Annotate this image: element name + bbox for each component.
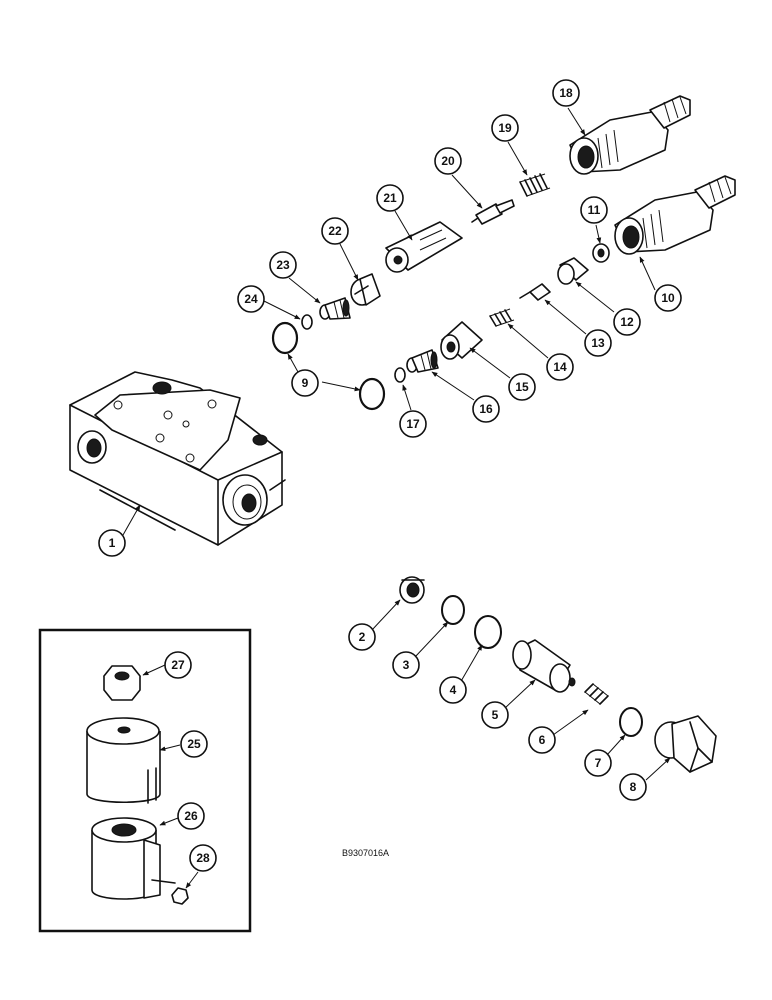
- plug-2-illustration: [399, 576, 425, 604]
- poppet-13-illustration: [519, 283, 551, 301]
- oring-24-illustration: [301, 314, 313, 330]
- cap-22-illustration: [350, 273, 381, 306]
- svg-text:27: 27: [171, 658, 185, 672]
- fitting-10-illustration: [614, 175, 736, 255]
- svg-text:21: 21: [383, 191, 397, 205]
- ring-11-illustration: [592, 243, 610, 263]
- callout-24: 24: [237, 285, 265, 313]
- callout-18: 18: [552, 79, 580, 107]
- cover-25-illustration: [86, 717, 161, 804]
- callout-8: 8: [619, 773, 647, 801]
- svg-text:1: 1: [109, 536, 116, 550]
- svg-text:13: 13: [591, 336, 605, 350]
- svg-text:7: 7: [595, 756, 602, 770]
- spring-6-illustration: [584, 683, 609, 705]
- svg-text:11: 11: [588, 203, 601, 217]
- svg-text:20: 20: [441, 154, 455, 168]
- piston-5-illustration: [512, 639, 576, 693]
- callout-11: 11: [580, 196, 608, 224]
- svg-text:26: 26: [184, 809, 198, 823]
- svg-text:6: 6: [539, 733, 546, 747]
- svg-text:23: 23: [276, 258, 290, 272]
- callout-12: 12: [613, 308, 641, 336]
- oring-3-illustration: [441, 595, 465, 625]
- svg-text:28: 28: [196, 851, 210, 865]
- spring-14-illustration: [489, 308, 515, 327]
- coil-26-illustration: [91, 817, 176, 900]
- callout-2: 2: [348, 623, 376, 651]
- callout-13: 13: [584, 329, 612, 357]
- nut-27-illustration: [103, 665, 141, 701]
- plug-8-illustration: [654, 715, 717, 773]
- callout-10: 10: [654, 284, 682, 312]
- oring-9b-illustration: [358, 377, 386, 411]
- callout-21: 21: [376, 184, 404, 212]
- poppet-20-illustration: [471, 199, 515, 225]
- callout-16: 16: [472, 395, 500, 423]
- svg-text:4: 4: [450, 683, 457, 697]
- svg-text:18: 18: [559, 86, 573, 100]
- nut-28-illustration: [171, 887, 189, 905]
- svg-text:10: 10: [661, 291, 675, 305]
- svg-text:14: 14: [553, 360, 567, 374]
- svg-text:9: 9: [302, 376, 309, 390]
- callout-25: 25: [180, 730, 208, 758]
- sleeve-21-illustration: [385, 221, 463, 273]
- callout-28: 28: [189, 844, 217, 872]
- svg-text:2: 2: [359, 630, 366, 644]
- oring-4-illustration: [474, 615, 502, 649]
- svg-text:5: 5: [492, 708, 499, 722]
- svg-text:12: 12: [620, 315, 634, 329]
- spring-19-illustration: [519, 173, 551, 197]
- callout-22: 22: [321, 217, 349, 245]
- callout-3: 3: [392, 651, 420, 679]
- callout-26: 26: [177, 802, 205, 830]
- oring-7-illustration: [619, 707, 643, 737]
- valve-body-illustration: [69, 371, 286, 546]
- svg-text:22: 22: [328, 224, 342, 238]
- cap-15-illustration: [440, 321, 483, 360]
- svg-text:8: 8: [630, 780, 637, 794]
- callout-4: 4: [439, 676, 467, 704]
- svg-text:24: 24: [244, 292, 258, 306]
- callout-23: 23: [269, 251, 297, 279]
- callout-14: 14: [546, 353, 574, 381]
- svg-text:3: 3: [403, 658, 410, 672]
- svg-text:25: 25: [187, 737, 201, 751]
- callout-17: 17: [399, 410, 427, 438]
- inset-box: [38, 628, 252, 933]
- svg-text:15: 15: [515, 380, 529, 394]
- oring-17-illustration: [394, 367, 406, 383]
- callout-19: 19: [491, 114, 519, 142]
- check-16-illustration: [406, 349, 439, 373]
- callout-7: 7: [584, 749, 612, 777]
- callout-27: 27: [164, 651, 192, 679]
- leader-lines: [122, 107, 671, 889]
- oring-9a-illustration: [271, 321, 299, 355]
- svg-text:17: 17: [406, 417, 420, 431]
- diagram-code: B9307016A: [342, 848, 389, 858]
- svg-text:19: 19: [498, 121, 512, 135]
- piston-12-illustration: [557, 257, 589, 285]
- callout-6: 6: [528, 726, 556, 754]
- svg-text:16: 16: [479, 402, 493, 416]
- fitting-18-illustration: [569, 95, 691, 175]
- callout-1: 1: [98, 529, 126, 557]
- callout-15: 15: [508, 373, 536, 401]
- callout-9: 9: [291, 369, 319, 397]
- callout-20: 20: [434, 147, 462, 175]
- check-23-illustration: [319, 297, 351, 320]
- callout-5: 5: [481, 701, 509, 729]
